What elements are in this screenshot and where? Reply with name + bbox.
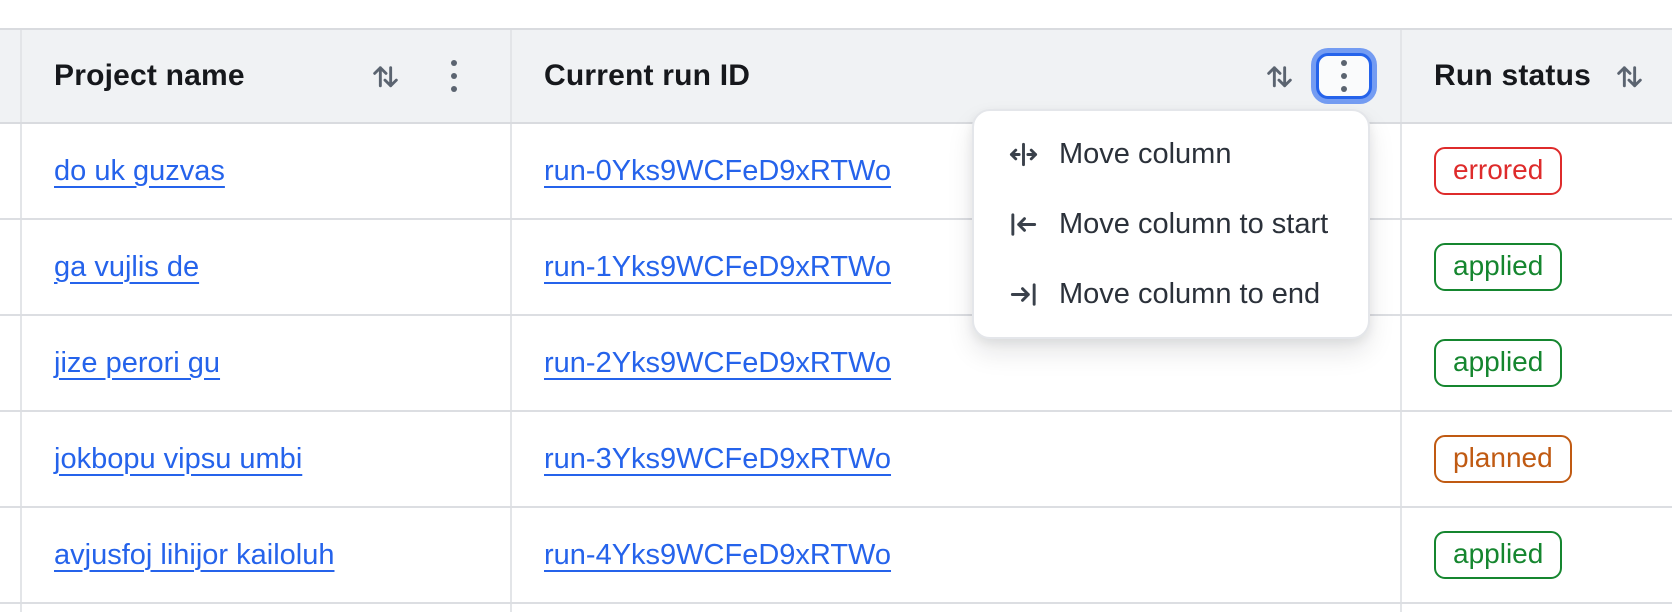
project-cell: ga vujlis de [22,220,512,314]
run-id-link[interactable]: run-3Yks9WCFeD9xRTWo [544,442,892,475]
status-badge: applied [1434,339,1563,387]
project-link[interactable]: avjusfoj lihijor kailoluh [54,538,335,571]
status-badge: applied [1434,531,1563,579]
status-cell: errored [1402,124,1672,218]
row-cell-sliver [0,124,22,218]
run-id-cell: run-4Yks9WCFeD9xRTWo [512,508,1402,602]
table-row: jize perori gu run-2Yks9WCFeD9xRTWo appl… [0,316,1672,412]
project-cell: jize perori gu [22,316,512,410]
menu-item-move-column-to-end[interactable]: Move column to end [974,259,1368,329]
menu-item-label: Move column to start [1059,207,1329,240]
table-row: ga vujlis de run-1Yks9WCFeD9xRTWo applie… [0,220,1672,316]
status-cell: planned [1402,412,1672,506]
column-menu-button-focused[interactable] [1316,53,1372,99]
run-id-cell: run-2Yks9WCFeD9xRTWo [512,316,1402,410]
column-label-project-name: Project name [54,59,245,92]
run-id-cell: run-0Yks9WCFeD9xRTWo [512,124,1402,218]
table-row-partial [0,604,1672,612]
table-row: do uk guzvas run-0Yks9WCFeD9xRTWo errore… [0,124,1672,220]
run-id-cell: run-3Yks9WCFeD9xRTWo [512,412,1402,506]
run-id-cell: run-1Yks9WCFeD9xRTWo [512,220,1402,314]
sort-icon[interactable] [369,60,402,93]
row-cell-sliver [0,508,22,602]
run-id-link[interactable]: run-2Yks9WCFeD9xRTWo [544,346,892,379]
column-label-current-run-id: Current run ID [544,59,751,92]
move-column-to-end-icon [1008,279,1039,310]
project-link[interactable]: jize perori gu [54,346,221,379]
projects-table: Project name Current run ID [0,28,1672,612]
menu-item-move-column-to-start[interactable]: Move column to start [974,189,1368,259]
run-id-link[interactable]: run-1Yks9WCFeD9xRTWo [544,250,892,283]
column-header-current-run-id: Current run ID [512,30,1402,122]
project-cell: avjusfoj lihijor kailoluh [22,508,512,602]
project-link[interactable]: do uk guzvas [54,154,225,187]
column-header-run-status: Run status [1402,30,1672,122]
menu-item-label: Move column to end [1059,277,1321,310]
run-id-link[interactable]: run-0Yks9WCFeD9xRTWo [544,154,892,187]
table-header-row: Project name Current run ID [0,28,1672,124]
table-row: jokbopu vipsu umbi run-3Yks9WCFeD9xRTWo … [0,412,1672,508]
column-menu-button[interactable] [446,54,462,98]
project-cell: jokbopu vipsu umbi [22,412,512,506]
move-column-icon [1008,139,1039,170]
menu-item-move-column[interactable]: Move column [974,119,1368,189]
status-cell: applied [1402,220,1672,314]
column-label-run-status: Run status [1434,59,1592,92]
row-cell-sliver [0,316,22,410]
run-id-link[interactable]: run-4Yks9WCFeD9xRTWo [544,538,892,571]
sort-icon[interactable] [1613,60,1646,93]
column-options-menu: Move column Move column to start Move co… [972,109,1370,339]
status-cell: applied [1402,508,1672,602]
column-header-project-name: Project name [22,30,512,122]
status-cell: applied [1402,316,1672,410]
move-column-to-start-icon [1008,209,1039,240]
row-cell-sliver [0,220,22,314]
row-cell-sliver [0,412,22,506]
header-cell-sliver [0,30,22,122]
project-link[interactable]: ga vujlis de [54,250,200,283]
status-badge: planned [1434,435,1572,483]
table-row: avjusfoj lihijor kailoluh run-4Yks9WCFeD… [0,508,1672,604]
project-cell: do uk guzvas [22,124,512,218]
project-link[interactable]: jokbopu vipsu umbi [54,442,303,475]
menu-item-label: Move column [1059,137,1232,170]
sort-icon[interactable] [1263,60,1296,93]
status-badge: errored [1434,147,1563,195]
status-badge: applied [1434,243,1563,291]
